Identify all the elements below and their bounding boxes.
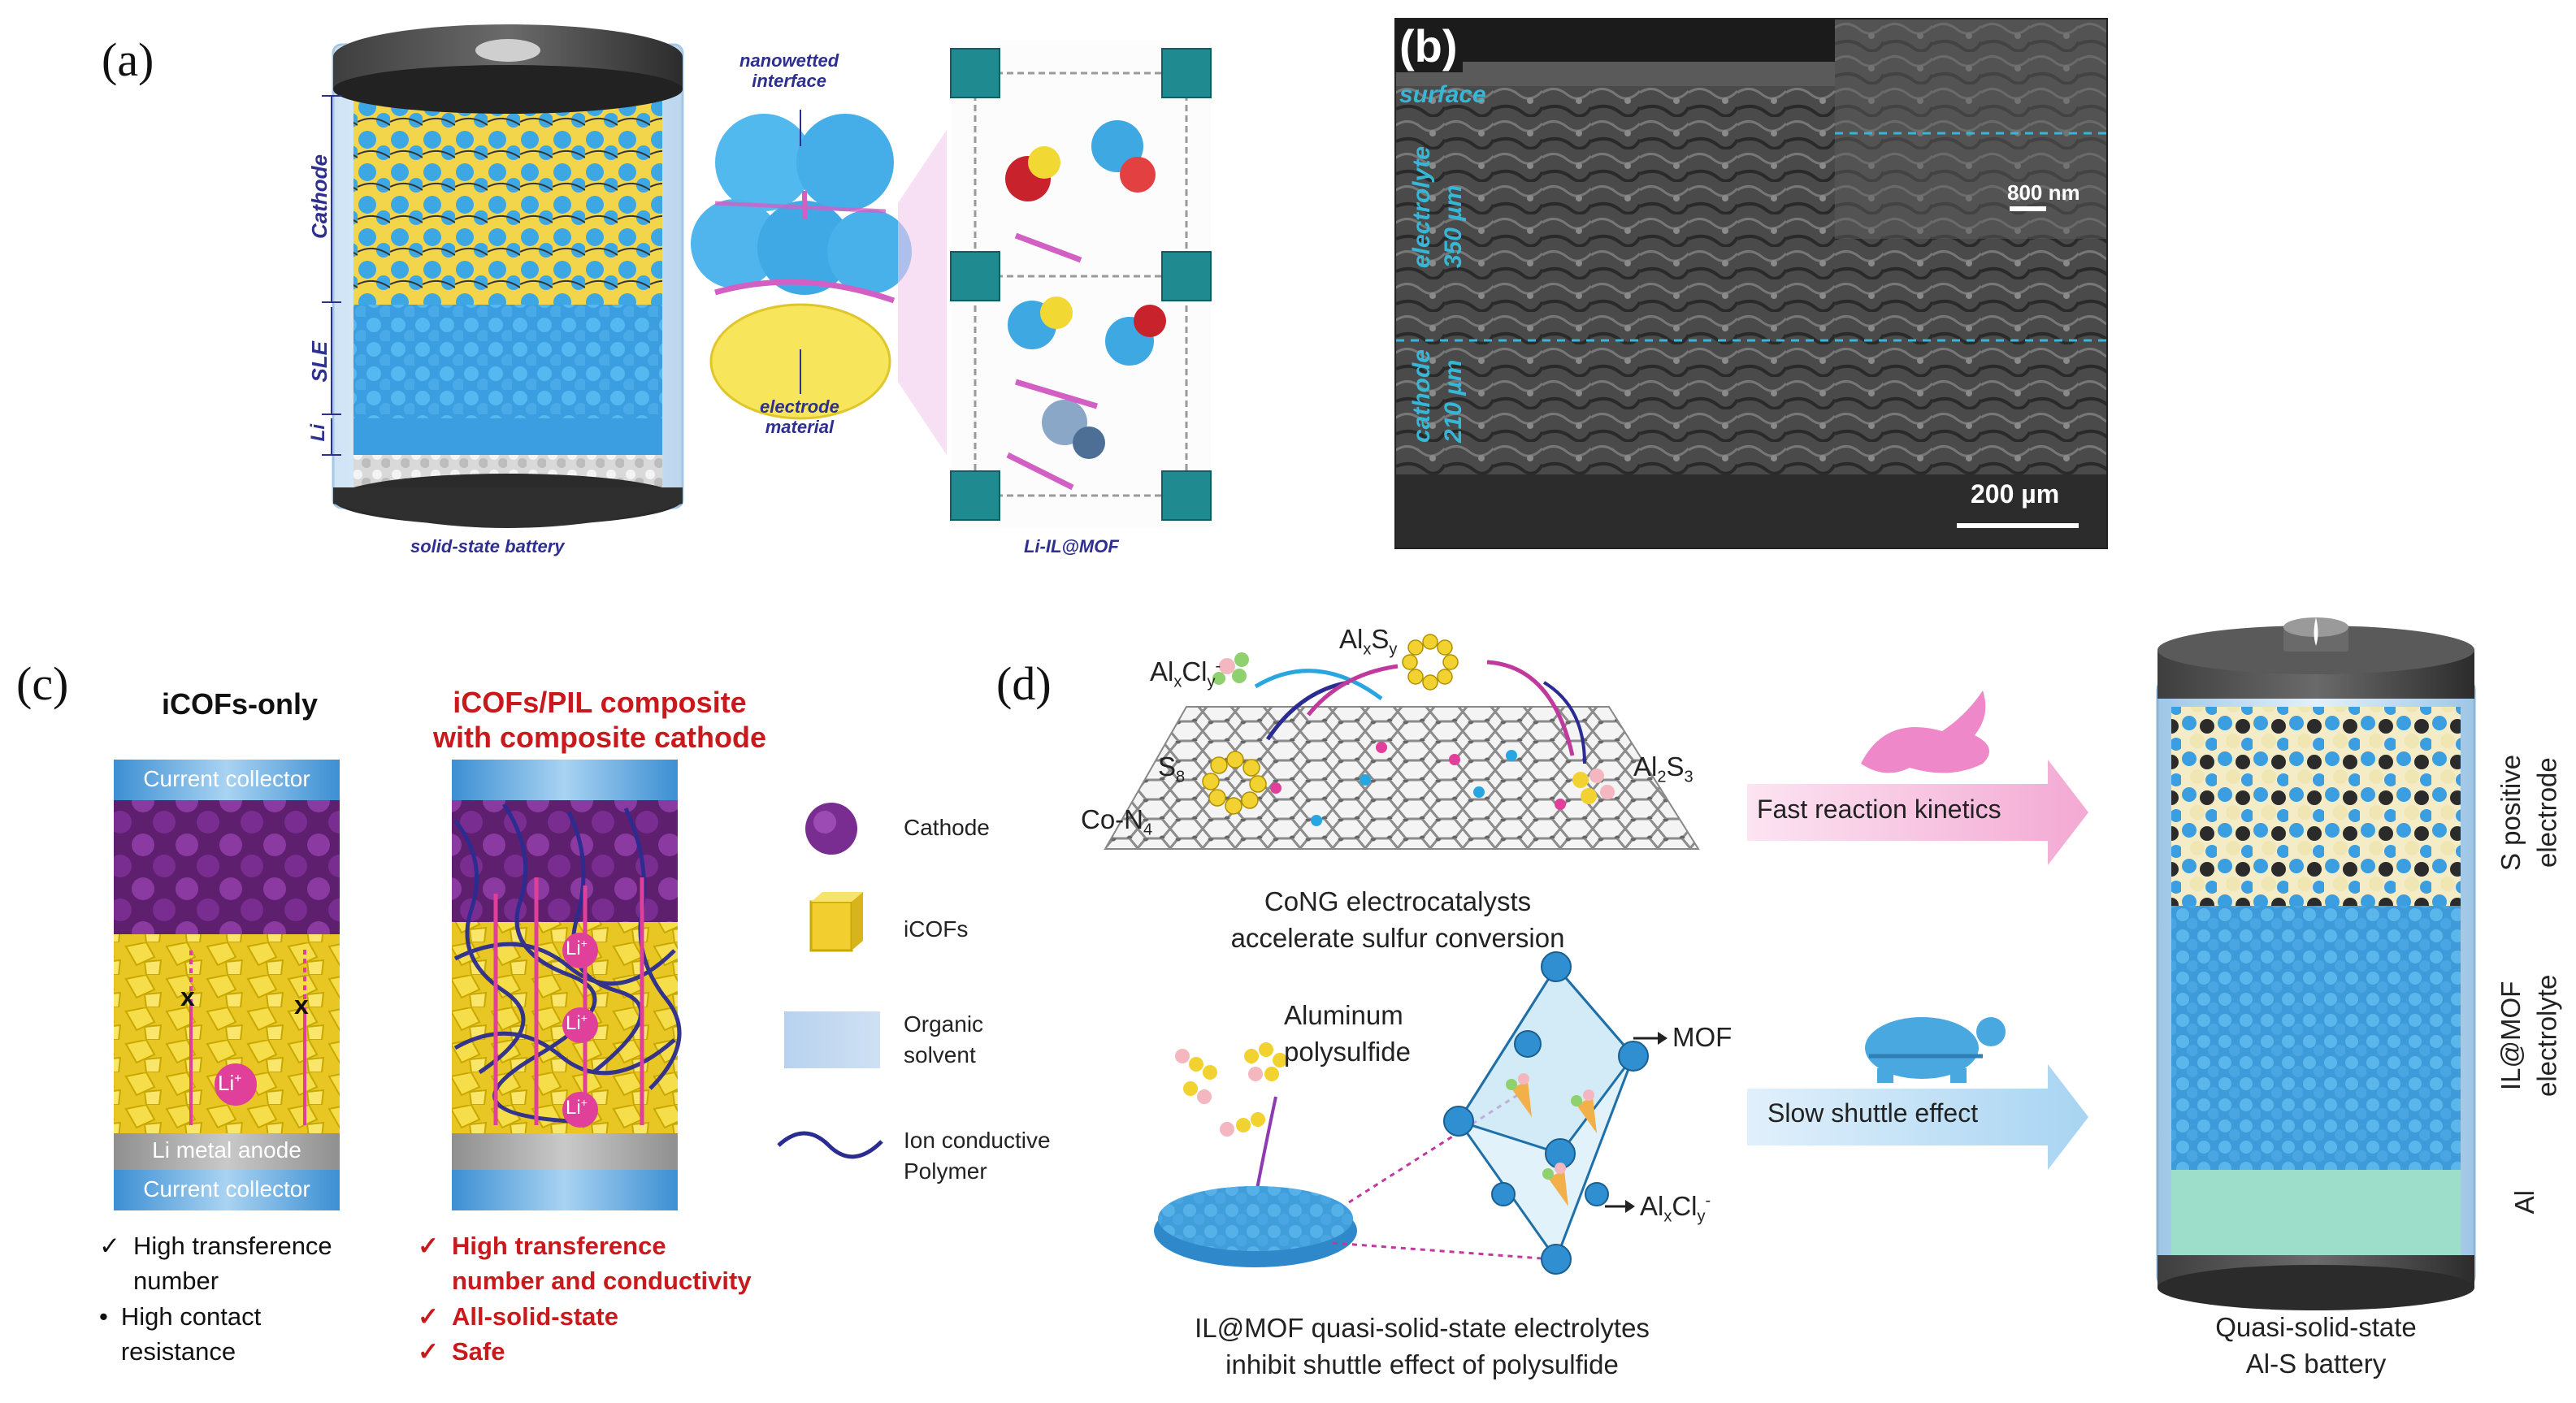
right-point-3: ✓Safe: [418, 1337, 505, 1366]
left-current-collector-bottom: [114, 1170, 340, 1210]
legend-ion-conductive-polymer: Ion conductive Polymer: [904, 1128, 1051, 1184]
cong-caption: CoNG electrocatalysts accelerate sulfur …: [1230, 886, 1565, 953]
aluminum-polysulfide-label: Aluminum polysulfide: [1284, 1000, 1411, 1067]
legend-icofs: iCOFs: [904, 916, 969, 942]
nanowetted-interface-label: nanowetted interface: [739, 50, 839, 92]
right-current-collector-bottom: [452, 1170, 678, 1210]
left-point-2: •High contact resistance: [99, 1302, 262, 1366]
slow-shuttle-label: Slow shuttle effect: [1767, 1098, 1979, 1128]
con4-label: Co-N4: [1081, 804, 1153, 839]
sem-image: [1394, 18, 2108, 549]
al-s-battery-caption: Quasi-solid-state Al-S battery: [2215, 1312, 2417, 1379]
sem-texture: [1396, 19, 2106, 548]
legend-cathode: Cathode: [904, 815, 990, 840]
right-li-anode: [452, 1133, 678, 1170]
alxsy-label: AlxSy: [1339, 624, 1398, 659]
al2s3-label: Al2S3: [1633, 751, 1693, 786]
svg-text:x: x: [180, 982, 195, 1011]
li-il-mof-caption: Li-IL@MOF: [1024, 536, 1119, 556]
left-current-collector-bottom-label: Current collector: [143, 1176, 310, 1202]
al-electrode-label: Al: [2509, 1190, 2539, 1215]
s8-label: S8: [1158, 751, 1186, 786]
solid-state-battery-caption: solid-state battery: [410, 536, 565, 556]
left-current-collector-top-label: Current collector: [143, 766, 310, 791]
right-point-1: ✓High transference number and conductivi…: [418, 1232, 752, 1295]
left-current-collector-top: [114, 760, 340, 800]
left-point-1: ✓High transference number: [99, 1232, 332, 1295]
surface-label: surface: [1399, 81, 1486, 108]
s-positive-electrode-label: S positive electrode: [2496, 754, 2562, 871]
alxcly-in-mof-label: AlxCly-: [1640, 1191, 1711, 1226]
solid-state-battery-illustration: [332, 24, 684, 528]
icofs-pil-composite-title: iCOFs/PIL composite with composite catho…: [432, 686, 767, 755]
right-li-ion-3: Li+: [566, 1096, 588, 1119]
mof-label: MOF: [1672, 1022, 1733, 1052]
fast-reaction-label: Fast reaction kinetics: [1757, 795, 2001, 824]
right-point-2: ✓All-solid-state: [418, 1302, 618, 1331]
svg-text:x: x: [294, 990, 309, 1020]
panel-c-label: (c): [16, 657, 69, 710]
left-li-ion: Li+: [218, 1071, 242, 1095]
nanowetted-interface-illustration: [691, 110, 912, 420]
right-li-ion-1: Li+: [566, 937, 588, 959]
right-current-collector-top: [452, 760, 678, 800]
il-mof-caption: IL@MOF quasi-solid-state electrolytes in…: [1195, 1313, 1650, 1379]
panel-a-label: (a): [102, 33, 154, 86]
icofs-only-title: iCOFs-only: [161, 687, 318, 721]
inset-scale-bar-label: 800 nm: [2007, 180, 2080, 205]
legend-organic-solvent: Organic solvent: [904, 1011, 984, 1067]
li-il-mof-illustration: [898, 41, 1212, 528]
panel-b-label: (b): [1394, 19, 1463, 72]
left-anode-label: Li metal anode: [152, 1137, 301, 1163]
alxcly-label: AlxCly-: [1150, 656, 1221, 691]
main-scale-bar-label: 200 µm: [1971, 479, 2060, 509]
al-s-battery-illustration: [2156, 617, 2476, 1310]
left-cathode-layer: [114, 800, 340, 934]
il-mof-electrolyte-label: IL@MOF electrolyte: [2496, 974, 2562, 1098]
panel-d-label: (d): [996, 657, 1052, 710]
electrode-material-label: electrode material: [760, 396, 839, 438]
left-li-anode: [114, 1133, 340, 1170]
right-li-ion-2: Li+: [566, 1011, 588, 1034]
